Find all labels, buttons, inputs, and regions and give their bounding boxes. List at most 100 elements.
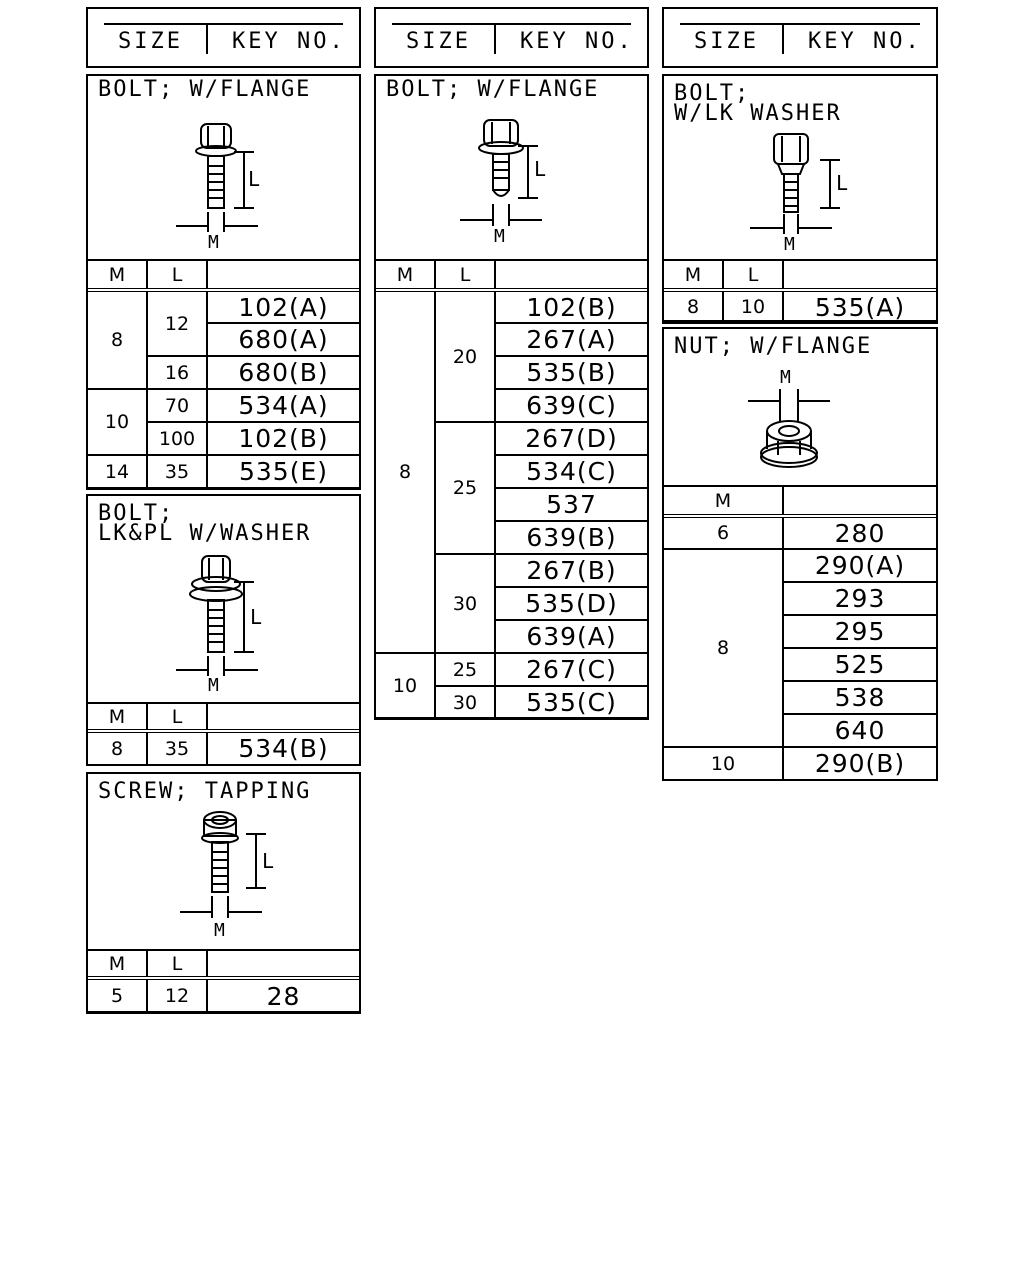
svg-text:L: L bbox=[248, 167, 260, 191]
cell-key: 535(A) bbox=[782, 289, 938, 324]
cell-l: 30 bbox=[434, 553, 496, 654]
cell-l: 12 bbox=[146, 977, 208, 1014]
size-label: SIZE bbox=[406, 29, 471, 54]
col-l: L bbox=[434, 259, 496, 292]
svg-text:M: M bbox=[208, 675, 219, 692]
col-l: L bbox=[146, 259, 208, 292]
cell-m: 8 bbox=[86, 730, 148, 766]
cell-key: 280 bbox=[782, 515, 938, 550]
col-l: L bbox=[146, 949, 208, 980]
size-key-header-2: SIZE KEY NO. bbox=[374, 7, 649, 68]
cell-key: 267(A) bbox=[494, 322, 649, 357]
size-key-header-3: SIZE KEY NO. bbox=[662, 7, 938, 68]
panel-title: BOLT; W/FLANGE bbox=[98, 77, 312, 102]
cell-key: 267(C) bbox=[494, 652, 649, 687]
svg-text:M: M bbox=[494, 226, 505, 247]
col-l: L bbox=[146, 702, 208, 733]
col-m: M bbox=[662, 485, 784, 518]
svg-text:L: L bbox=[534, 157, 546, 181]
bolt-flange-drawing: L M bbox=[460, 119, 546, 247]
col-m: M bbox=[662, 259, 724, 292]
svg-text:L: L bbox=[262, 849, 274, 873]
key-no-label: KEY NO. bbox=[232, 29, 346, 54]
key-no-label: KEY NO. bbox=[520, 29, 634, 54]
cell-key: 267(D) bbox=[494, 421, 649, 456]
cell-l: 35 bbox=[146, 730, 208, 766]
cell-m: 8 bbox=[86, 289, 148, 390]
cell-m: 14 bbox=[86, 454, 148, 489]
cell-l: 70 bbox=[146, 388, 208, 423]
panel-title: BOLT; LK&PL W/WASHER bbox=[98, 501, 312, 546]
bolt-flange-drawing: L M bbox=[176, 123, 260, 253]
cell-key: 290(A) bbox=[782, 548, 938, 583]
cell-l: 20 bbox=[434, 289, 496, 423]
cell-l: 35 bbox=[146, 454, 208, 489]
svg-text:L: L bbox=[836, 171, 848, 195]
nut-flange-drawing: M bbox=[748, 369, 830, 468]
cell-key: 295 bbox=[782, 614, 938, 649]
cell-key: 102(B) bbox=[206, 421, 361, 456]
cell-key: 535(E) bbox=[206, 454, 361, 489]
cell-key: 267(B) bbox=[494, 553, 649, 588]
cell-key: 534(C) bbox=[494, 454, 649, 489]
cell-key: 639(A) bbox=[494, 619, 649, 654]
cell-key: 534(B) bbox=[206, 730, 361, 766]
cell-m: 8 bbox=[374, 289, 436, 654]
cell-key: 535(C) bbox=[494, 685, 649, 720]
cell-m: 10 bbox=[662, 746, 784, 781]
cell-l: 25 bbox=[434, 421, 496, 555]
screw-tapping-drawing: L M bbox=[180, 811, 274, 938]
cell-m: 10 bbox=[374, 652, 436, 720]
svg-text:M: M bbox=[784, 234, 795, 255]
panel-title: NUT; W/FLANGE bbox=[674, 334, 873, 359]
col-m: M bbox=[374, 259, 436, 292]
panel-title: SCREW; TAPPING bbox=[98, 779, 312, 804]
cell-key: 102(B) bbox=[494, 289, 649, 324]
size-key-header-1: SIZE KEY NO. bbox=[86, 7, 361, 68]
cell-key: 640 bbox=[782, 713, 938, 748]
cell-key: 535(B) bbox=[494, 355, 649, 390]
col-l: L bbox=[722, 259, 784, 292]
panel-title: BOLT; W/FLANGE bbox=[386, 77, 600, 102]
svg-text:M: M bbox=[208, 232, 219, 253]
cell-key: 525 bbox=[782, 647, 938, 682]
cell-key: 535(D) bbox=[494, 586, 649, 621]
cell-key: 28 bbox=[206, 977, 361, 1014]
cell-l: 100 bbox=[146, 421, 208, 456]
cell-key: 293 bbox=[782, 581, 938, 616]
cell-key: 102(A) bbox=[206, 289, 361, 324]
col-m: M bbox=[86, 702, 148, 733]
cell-key: 680(A) bbox=[206, 322, 361, 357]
cell-l: 16 bbox=[146, 355, 208, 390]
cell-l: 10 bbox=[722, 289, 784, 324]
cell-key: 290(B) bbox=[782, 746, 938, 781]
cell-l: 12 bbox=[146, 289, 208, 357]
cell-m: 8 bbox=[662, 548, 784, 748]
cell-m: 5 bbox=[86, 977, 148, 1014]
cell-m: 6 bbox=[662, 515, 784, 550]
key-no-label: KEY NO. bbox=[808, 29, 922, 54]
panel-title: BOLT; W/LK WASHER bbox=[674, 81, 842, 126]
cell-key: 639(C) bbox=[494, 388, 649, 423]
cell-key: 639(B) bbox=[494, 520, 649, 555]
col-m: M bbox=[86, 259, 148, 292]
svg-text:M: M bbox=[214, 920, 225, 938]
cell-l: 25 bbox=[434, 652, 496, 687]
cell-m: 8 bbox=[662, 289, 724, 324]
cell-l: 30 bbox=[434, 685, 496, 720]
size-label: SIZE bbox=[118, 29, 183, 54]
cell-key: 537 bbox=[494, 487, 649, 522]
bolt-lkpl-drawing: L M bbox=[176, 555, 262, 692]
cell-key: 538 bbox=[782, 680, 938, 715]
